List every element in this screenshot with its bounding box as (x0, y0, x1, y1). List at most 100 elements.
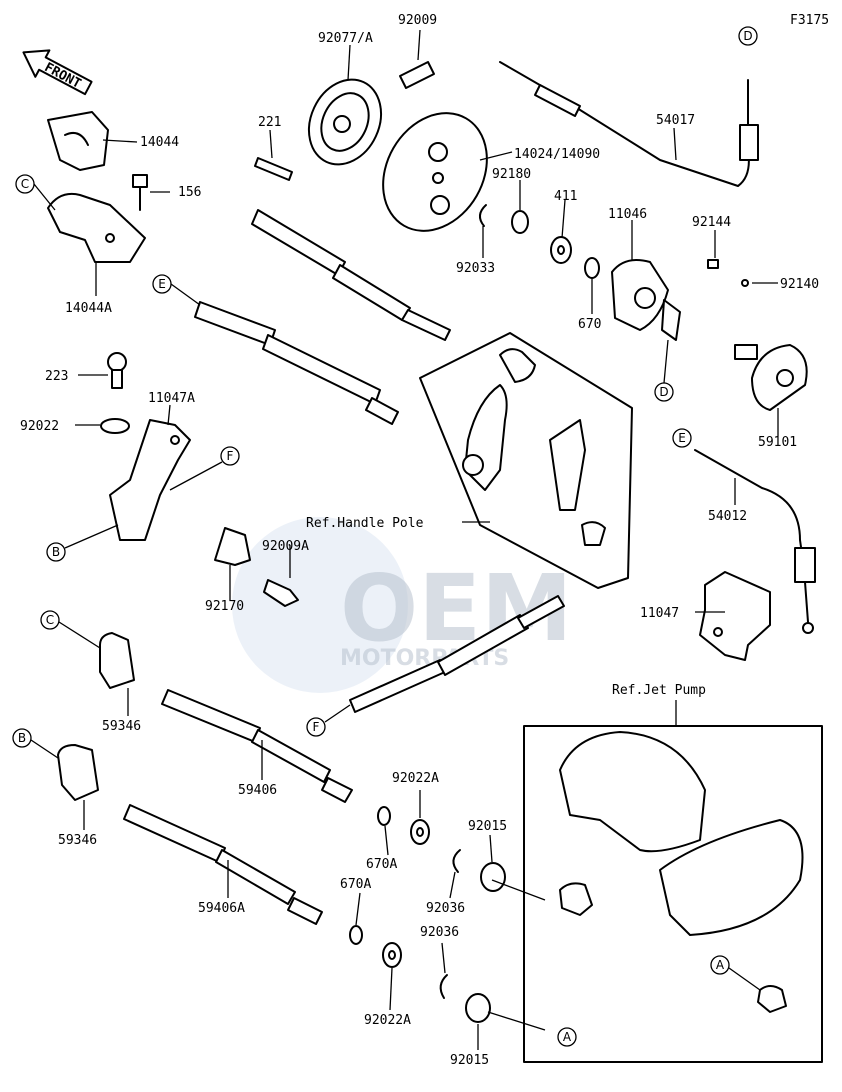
front-label: FRONT (42, 60, 84, 92)
svg-text:E: E (158, 277, 166, 291)
label-11047: 11047 (640, 606, 679, 621)
label-92144: 92144 (692, 215, 731, 230)
label-92140: 92140 (780, 277, 819, 292)
callout-A-lower: A (557, 1027, 577, 1047)
svg-text:C: C (46, 613, 54, 627)
part-54017-cable (499, 61, 759, 187)
part-92009A-bolt (263, 579, 299, 607)
svg-text:E: E (678, 431, 686, 445)
svg-text:F: F (227, 449, 234, 463)
svg-text:D: D (659, 385, 668, 399)
part-cable-upper (251, 209, 451, 341)
svg-text:A: A (716, 958, 725, 972)
svg-text:C: C (21, 177, 29, 191)
part-59346-lower (57, 744, 99, 801)
part-223-bolt (107, 352, 127, 389)
callout-D-lower: D (654, 382, 674, 402)
part-14024-14090-plate (382, 112, 488, 232)
ref-jet-pump-box (523, 725, 823, 1063)
label-92022: 92022 (20, 419, 59, 434)
part-92036-clip-2 (439, 974, 448, 999)
label-92170: 92170 (205, 599, 244, 614)
label-14024-14090: 14024/14090 (514, 147, 600, 162)
callouts: C D D E E F F B C B A A (12, 26, 761, 1047)
callout-D-upper: D (738, 26, 758, 46)
part-11047-bracket (699, 571, 771, 661)
callout-F-lower: F (306, 717, 326, 737)
callout-F-upper: F (220, 446, 240, 466)
label-92015-2: 92015 (450, 1053, 489, 1068)
callout-E-right: E (672, 428, 692, 448)
part-cable-F (349, 595, 565, 713)
label-59346-upper: 59346 (102, 719, 141, 734)
label-11047A: 11047A (148, 391, 195, 406)
part-54012-cable (694, 449, 816, 634)
part-14044A-bracket (47, 192, 146, 263)
part-14044-clamp (47, 111, 109, 171)
part-cable-E-upper (194, 301, 399, 425)
label-92036-2: 92036 (420, 925, 459, 940)
part-92077A-housing (308, 78, 382, 166)
part-92015-bushing-1 (480, 862, 506, 892)
callout-B-upper: B (46, 542, 66, 562)
ref-handle-pole-label: Ref.Handle Pole (306, 516, 424, 531)
part-92144-screw (707, 259, 719, 269)
label-670A-2: 670A (340, 877, 371, 892)
label-54012: 54012 (708, 509, 747, 524)
part-92015-bushing-2 (465, 993, 491, 1023)
label-156: 156 (178, 185, 201, 200)
part-92009-screw (399, 61, 435, 89)
part-92036-clip-1 (452, 849, 461, 873)
label-59406: 59406 (238, 783, 277, 798)
part-92022-washer (100, 418, 130, 434)
svg-text:D: D (743, 29, 752, 43)
svg-text:F: F (313, 720, 320, 734)
label-92077A: 92077/A (318, 31, 373, 46)
part-670-oring (584, 257, 600, 279)
label-54017: 54017 (656, 113, 695, 128)
part-92022A-washer-2 (382, 942, 402, 968)
svg-text:B: B (52, 545, 60, 559)
label-59346-lower: 59346 (58, 833, 97, 848)
label-59101: 59101 (758, 435, 797, 450)
label-92022A-1: 92022A (392, 771, 439, 786)
part-59346-upper (99, 632, 135, 689)
label-92033: 92033 (456, 261, 495, 276)
part-59101-switch (734, 344, 808, 411)
part-11046-bracket (611, 259, 681, 341)
part-221-bolt (254, 157, 293, 181)
part-labels: 92009 92077/A 221 14024/14090 14044 156 … (20, 13, 819, 1068)
label-221: 221 (258, 115, 281, 130)
leader-lines (75, 29, 779, 1050)
figure-code: F3175 (790, 13, 829, 28)
label-92015-1: 92015 (468, 819, 507, 834)
svg-text:B: B (18, 731, 26, 745)
part-92140-ball (741, 279, 749, 287)
part-92033-clip (479, 204, 487, 227)
part-411-washer (550, 236, 572, 264)
front-arrow-icon: FRONT (22, 49, 93, 96)
watermark-globe (232, 517, 408, 693)
part-59406A-cable (123, 804, 323, 925)
label-223: 223 (45, 369, 68, 384)
label-14044: 14044 (140, 135, 179, 150)
part-670A-oring-2 (349, 925, 363, 945)
label-92022A-2: 92022A (364, 1013, 411, 1028)
label-92180: 92180 (492, 167, 531, 182)
label-14044A: 14044A (65, 301, 112, 316)
callout-C-upper: C (15, 174, 35, 194)
callout-E-left: E (152, 274, 172, 294)
label-411: 411 (554, 189, 577, 204)
label-670: 670 (578, 317, 601, 332)
part-11047A-bracket (109, 419, 191, 541)
part-59406-cable (161, 689, 353, 803)
label-59406A: 59406A (198, 901, 245, 916)
callout-B-lower: B (12, 728, 32, 748)
part-92022A-washer-1 (410, 819, 430, 845)
part-156-bolt (132, 174, 148, 211)
label-92009A: 92009A (262, 539, 309, 554)
part-670A-oring-1 (377, 806, 391, 826)
callout-A-right: A (710, 955, 730, 975)
svg-text:A: A (563, 1030, 572, 1044)
